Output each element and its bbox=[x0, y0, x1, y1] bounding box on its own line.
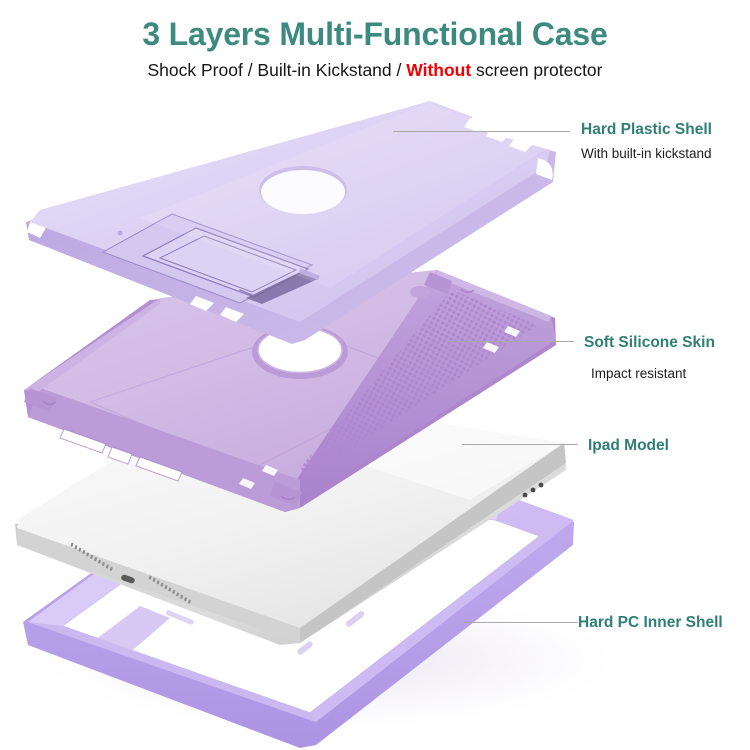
silicone-top-nub bbox=[410, 286, 430, 298]
leader-line-hard-pc-inner-shell bbox=[463, 622, 578, 624]
subtitle-part-1: Shock Proof / Built-in Kickstand / bbox=[147, 60, 407, 80]
callout-subtitle: Impact resistant bbox=[591, 366, 687, 381]
page-subtitle: Shock Proof / Built-in Kickstand / Witho… bbox=[0, 60, 750, 81]
layer-soft-silicone-skin bbox=[24, 270, 556, 512]
callout-subtitle: With built-in kickstand bbox=[581, 146, 712, 161]
silicone-side-slots bbox=[239, 326, 520, 489]
shell-gloss bbox=[140, 103, 544, 288]
leader-line-soft-silicone-skin bbox=[447, 341, 574, 343]
silicone-port-edges bbox=[59, 428, 183, 482]
camera-cutout bbox=[259, 166, 347, 214]
callout-ipad-model: Ipad Model bbox=[588, 437, 669, 455]
layer-hard-plastic-shell bbox=[26, 101, 556, 344]
leader-line-ipad-model bbox=[462, 444, 577, 446]
page-title: 3 Layers Multi-Functional Case bbox=[142, 16, 608, 52]
leader-line-hard-plastic-shell bbox=[393, 131, 570, 133]
subtitle-highlight: Without bbox=[406, 60, 472, 80]
callout-title: Soft Silicone Skin bbox=[584, 334, 715, 351]
callout-title: Ipad Model bbox=[588, 437, 669, 454]
kickstand-slot bbox=[101, 213, 320, 304]
callout-hard-plastic-shell: Hard Plastic Shell With built-in kicksta… bbox=[581, 121, 712, 161]
silicone-port-cutouts bbox=[60, 429, 182, 481]
silicone-notch-details bbox=[42, 288, 475, 501]
subtitle-part-2: screen protector bbox=[471, 60, 603, 80]
shell-left-notch bbox=[27, 222, 46, 238]
callout-hard-pc-inner-shell: Hard PC Inner Shell bbox=[578, 614, 723, 632]
smart-connector-dots bbox=[522, 482, 544, 498]
silicone-grip-texture bbox=[295, 270, 556, 504]
shell-bottom-scallops bbox=[190, 296, 244, 322]
silicone-corner-bumpers bbox=[24, 272, 452, 506]
usb-c-port bbox=[121, 574, 135, 584]
callout-title: Hard Plastic Shell bbox=[581, 121, 712, 138]
callout-soft-silicone-skin: Soft Silicone Skin Impact resistant bbox=[584, 334, 715, 381]
shell-corner-notch bbox=[536, 158, 553, 180]
shell-edge-cutouts bbox=[464, 118, 533, 152]
ipad-ports bbox=[70, 542, 191, 604]
callout-title: Hard PC Inner Shell bbox=[578, 614, 723, 631]
